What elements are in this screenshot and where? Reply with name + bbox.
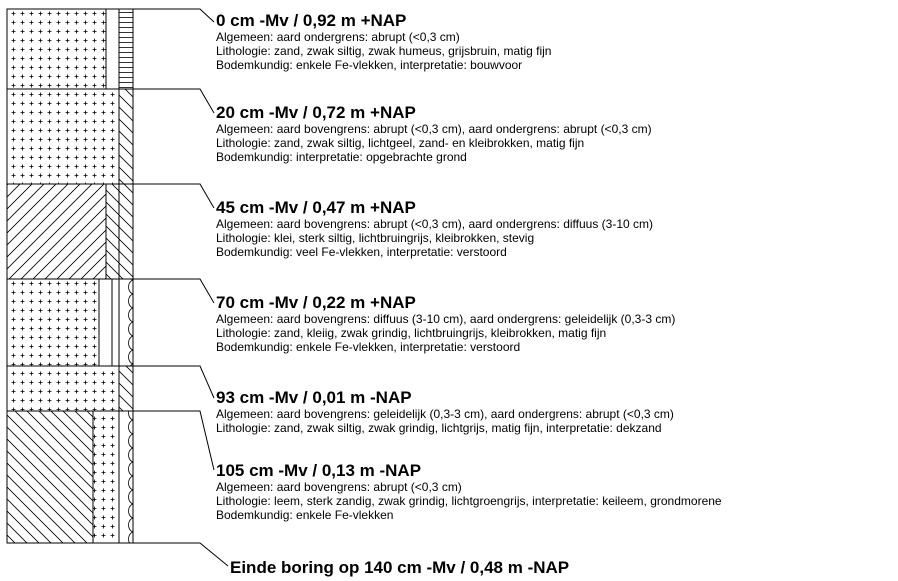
layer-description: 45 cm -Mv / 0,47 m +NAP Algemeen: aard b… [216, 198, 653, 259]
layer-description: 93 cm -Mv / 0,01 m -NAP Algemeen: aard b… [216, 388, 674, 435]
layer-depth-label: 105 cm -Mv / 0,13 m -NAP [216, 461, 422, 480]
layer-lithologie: Lithologie: zand, kleiig, zwak grindig, … [216, 326, 607, 340]
column-hatch [7, 366, 119, 411]
layer-depth-label: 20 cm -Mv / 0,72 m +NAP [216, 103, 416, 122]
layer-algemeen: Algemeen: aard bovengrens: abrupt (<0,3 … [216, 217, 654, 231]
layer-bodemkundig: Bodemkundig: enkele Fe-vlekken, interpre… [216, 340, 521, 354]
depth-leader [133, 183, 215, 209]
layer-lithologie: Lithologie: klei, sterk siltig, lichtbru… [216, 231, 535, 245]
layer-algemeen: Algemeen: aard bovengrens: abrupt (<0,3 … [216, 122, 652, 136]
column-hatch [119, 279, 133, 366]
layer-description: 70 cm -Mv / 0,22 m +NAP Algemeen: aard b… [216, 293, 675, 354]
layer-lithologie: Lithologie: zand, zwak siltig, zwak grin… [216, 421, 662, 435]
column-hatch [7, 9, 106, 89]
depth-leader [133, 278, 215, 304]
depth-leader [133, 410, 215, 471]
layer-lithologie: Lithologie: leem, sterk zandig, zwak gri… [216, 494, 722, 508]
depth-leader [133, 542, 229, 567]
column-hatch [119, 89, 133, 184]
column-hatch [93, 411, 119, 543]
layer-depth-label: 93 cm -Mv / 0,01 m -NAP [216, 388, 412, 407]
layer-depth-label: 0 cm -Mv / 0,92 m +NAP [216, 11, 407, 30]
layer-description: 0 cm -Mv / 0,92 m +NAP Algemeen: aard on… [216, 11, 551, 72]
layer-lithologie: Lithologie: zand, zwak siltig, zwak hume… [216, 44, 552, 58]
layer-bodemkundig: Bodemkundig: interpretatie: opgebrachte … [216, 150, 467, 164]
depth-leader [133, 88, 215, 114]
layer-description: 20 cm -Mv / 0,72 m +NAP Algemeen: aard b… [216, 103, 652, 164]
layer-bodemkundig: Bodemkundig: enkele Fe-vlekken, interpre… [216, 58, 523, 72]
column-hatch [7, 279, 99, 366]
column-hatch [7, 89, 119, 184]
layer-algemeen: Algemeen: aard ondergrens: abrupt (<0,3 … [216, 30, 460, 44]
layer-algemeen: Algemeen: aard bovengrens: abrupt (<0,3 … [216, 480, 462, 494]
column-hatch [119, 9, 133, 89]
column-hatch [7, 411, 93, 543]
end-of-boring-label: Einde boring op 140 cm -Mv / 0,48 m -NAP [230, 558, 570, 577]
layer-bodemkundig: Bodemkundig: veel Fe-vlekken, interpreta… [216, 245, 507, 259]
layer-algemeen: Algemeen: aard bovengrens: geleidelijk (… [216, 407, 674, 421]
column-hatch [119, 366, 133, 411]
layer-depth-label: 45 cm -Mv / 0,47 m +NAP [216, 198, 416, 217]
boring-column [6, 8, 229, 567]
layer-description: 105 cm -Mv / 0,13 m -NAP Algemeen: aard … [216, 461, 722, 522]
depth-leader [133, 8, 215, 23]
layer-bodemkundig: Bodemkundig: enkele Fe-vlekken [216, 508, 394, 522]
layer-depth-label: 70 cm -Mv / 0,22 m +NAP [216, 293, 416, 312]
column-hatch [7, 184, 106, 279]
layer-algemeen: Algemeen: aard bovengrens: diffuus (3-10… [216, 312, 676, 326]
depth-leader [133, 365, 215, 399]
layer-lithologie: Lithologie: zand, zwak siltig, lichtgeel… [216, 136, 585, 150]
column-hatch [119, 411, 133, 543]
column-outline [6, 8, 134, 544]
